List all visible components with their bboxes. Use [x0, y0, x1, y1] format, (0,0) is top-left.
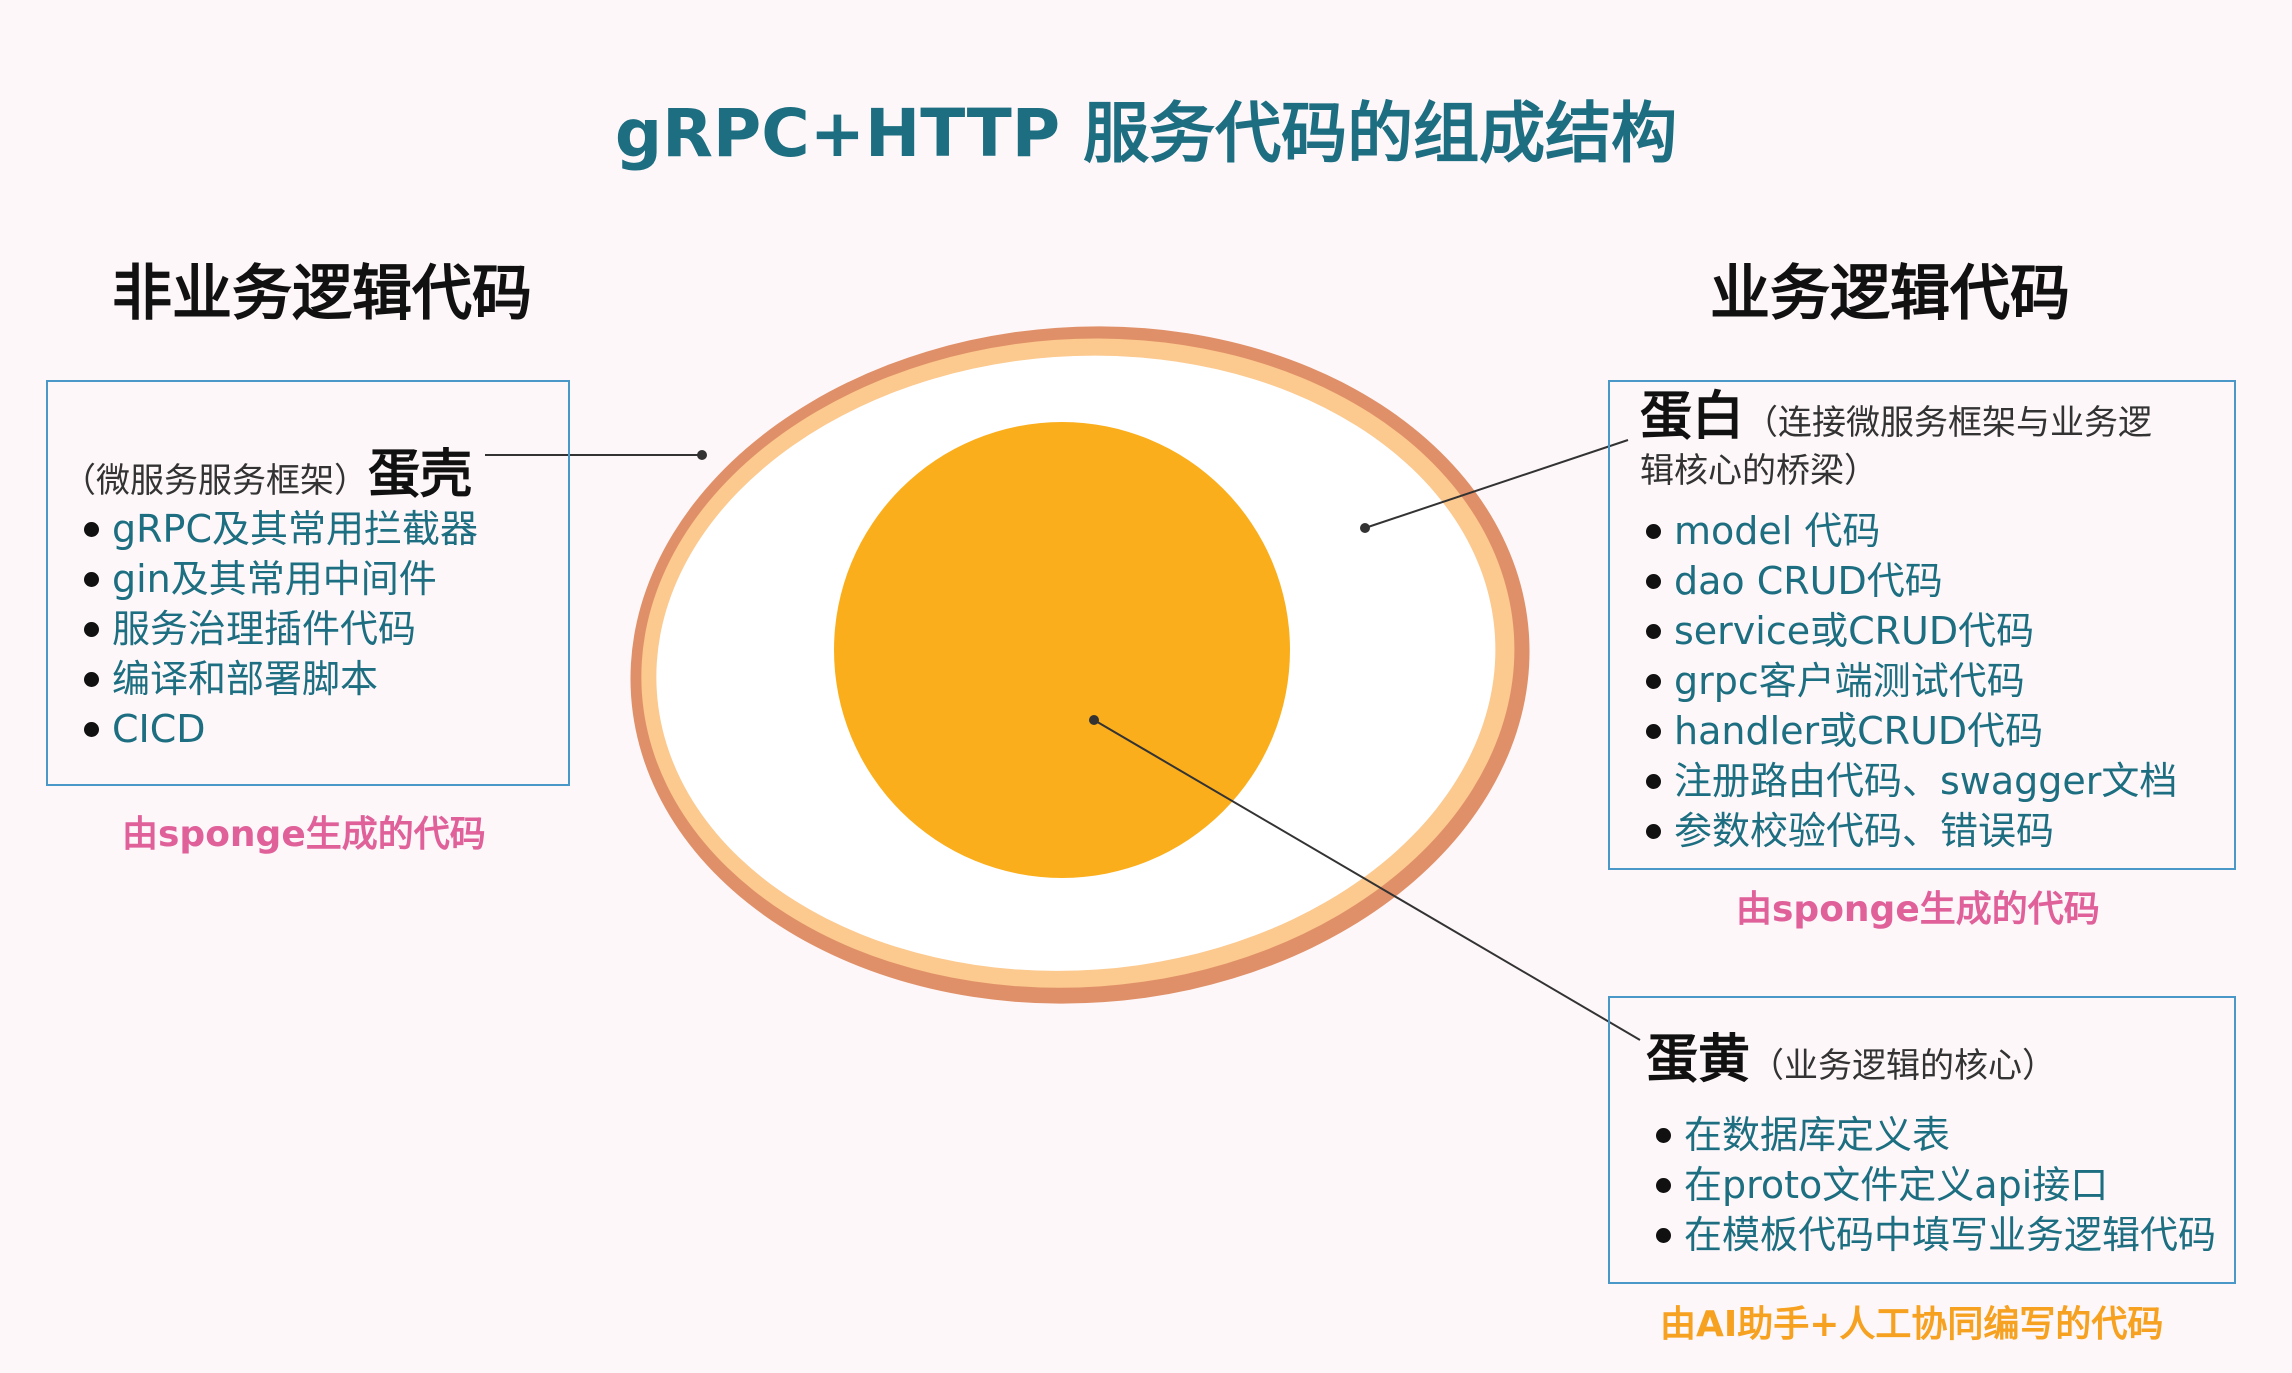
white-paren-line1: （连接微服务框架与业务逻 — [1744, 403, 2153, 443]
list-item: 在模板代码中填写业务逻辑代码 — [1650, 1210, 2216, 1260]
list-item: 在数据库定义表 — [1650, 1110, 2216, 1160]
shell-paren: （微服务服务框架） — [62, 461, 368, 501]
list-item: handler或CRUD代码 — [1640, 706, 2177, 756]
white-connector — [1364, 439, 1629, 529]
page-title: gRPC+HTTP 服务代码的组成结构 — [614, 95, 1678, 172]
white-label: 蛋白 — [1640, 387, 1745, 447]
egg-yolk — [834, 422, 1290, 878]
list-item: 在proto文件定义api接口 — [1650, 1160, 2216, 1210]
list-item: 服务治理插件代码 — [78, 604, 478, 654]
list-item: 注册路由代码、swagger文档 — [1640, 756, 2177, 806]
yolk-connector-dot — [1089, 715, 1099, 725]
list-item: gin及其常用中间件 — [78, 554, 478, 604]
shell-connector-dot — [697, 450, 707, 460]
non-business-heading: 非业务逻辑代码 — [112, 259, 532, 329]
list-item: grpc客户端测试代码 — [1640, 656, 2177, 706]
list-item: dao CRUD代码 — [1640, 556, 2177, 606]
white-box — [1608, 380, 2236, 870]
shell-item-list: gRPC及其常用拦截器 gin及其常用中间件 服务治理插件代码 编译和部署脚本 … — [78, 504, 478, 754]
yolk-connector — [1093, 719, 1641, 1041]
yolk-label: 蛋黄 — [1646, 1030, 1751, 1090]
list-item: model 代码 — [1640, 506, 2177, 556]
yolk-item-list: 在数据库定义表 在proto文件定义api接口 在模板代码中填写业务逻辑代码 — [1650, 1110, 2216, 1260]
shell-header: （微服务服务框架）蛋壳 — [62, 432, 472, 507]
shell-box — [46, 380, 570, 786]
shell-credit: 由sponge生成的代码 — [122, 814, 486, 855]
list-item: 编译和部署脚本 — [78, 654, 478, 704]
yolk-box — [1608, 996, 2236, 1284]
white-paren-line2: 辑核心的桥梁） — [1640, 451, 1878, 491]
list-item: 参数校验代码、错误码 — [1640, 806, 2177, 856]
white-credit: 由sponge生成的代码 — [1736, 889, 2100, 930]
list-item: CICD — [78, 704, 478, 754]
yolk-credit: 由AI助手+人工协同编写的代码 — [1660, 1304, 2164, 1345]
yolk-header: 蛋黄（业务逻辑的核心） — [1646, 1017, 2056, 1092]
list-item: service或CRUD代码 — [1640, 606, 2177, 656]
yolk-paren: （业务逻辑的核心） — [1750, 1046, 2057, 1086]
business-heading: 业务逻辑代码 — [1710, 259, 2070, 329]
white-connector-dot — [1360, 523, 1370, 533]
list-item: gRPC及其常用拦截器 — [78, 504, 478, 554]
white-item-list: model 代码 dao CRUD代码 service或CRUD代码 grpc客… — [1640, 506, 2177, 856]
white-header: 蛋白（连接微服务框架与业务逻 辑核心的桥梁） — [1640, 391, 2230, 495]
shell-label: 蛋壳 — [368, 445, 473, 505]
